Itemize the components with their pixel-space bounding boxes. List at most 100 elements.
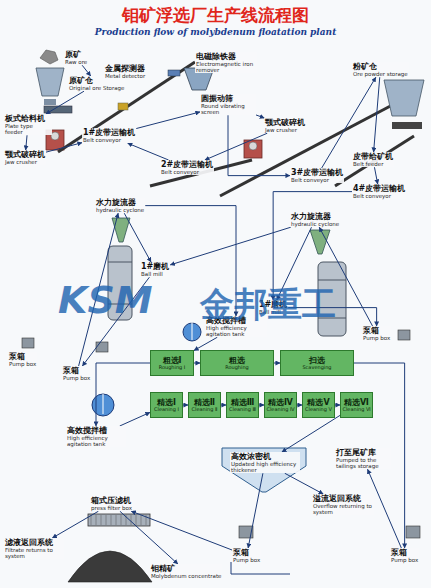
equipment-label: 3#皮带运输机Belt conveyor — [290, 168, 344, 183]
equipment-label: 金属探测器Metal detector — [104, 64, 146, 79]
english-name: Pumped to the tailings storage — [336, 457, 390, 469]
chinese-name: 精选Ⅴ — [307, 398, 329, 407]
flow-line — [128, 143, 169, 160]
chinese-name: 2#皮带运输机 — [161, 160, 213, 169]
equipment-label: 板式给料机Plate type feeder — [4, 114, 52, 135]
english-name: Scavenging — [302, 365, 331, 371]
chinese-name: 精选Ⅲ — [231, 398, 255, 407]
ore-bin — [36, 68, 64, 96]
flow-line — [131, 511, 232, 550]
flotation-cell: 精选ⅢCleaning Ⅲ — [226, 392, 259, 418]
equipment-label: 圆振动筛Round vibrating screen — [200, 94, 256, 115]
flow-line — [282, 415, 340, 452]
equipment-label: 颚式破碎机Jaw crusher — [4, 150, 46, 165]
english-name: Pump box — [63, 375, 90, 381]
bin-outlet — [44, 99, 56, 105]
english-name: Pump box — [233, 557, 260, 563]
filter-plate — [91, 515, 92, 525]
title: 钼矿浮选厂生产线流程图 — [0, 4, 431, 27]
flotation-cell: 精选ⅤCleaning Ⅴ — [302, 392, 335, 418]
chinese-name: 4#皮带运输机 — [353, 184, 405, 193]
filter-plates — [91, 515, 146, 525]
belt-conveyor-1 — [58, 62, 195, 152]
agitation-tank — [183, 323, 201, 341]
flow-line — [374, 77, 380, 152]
equipment-label: 原矿Raw ore — [64, 50, 88, 65]
flow-line — [26, 135, 27, 150]
chinese-name: 泵箱 — [9, 352, 36, 361]
equipment-label: 皮带给矿机Belt feeder — [352, 152, 394, 167]
agitator-shaft — [192, 322, 193, 340]
chinese-name: 水力旋流器 — [96, 198, 144, 207]
filter-plate — [121, 515, 122, 525]
equipment-label: 高效搅拌槽High efficiency agitation tank — [66, 426, 126, 447]
english-name: Cleaning Ⅲ — [229, 407, 256, 413]
flow-line — [82, 65, 91, 76]
flow-line — [205, 133, 267, 160]
english-name: Cleaning Ⅰ — [154, 407, 179, 413]
flow-line — [52, 511, 98, 538]
equipment-label: 泵箱Pump box — [8, 352, 37, 367]
chinese-name: 颚式破碎机 — [5, 150, 45, 159]
chinese-name: 原矿 — [65, 50, 87, 59]
english-name: Belt feeder — [353, 161, 393, 167]
equipment-label: 箱式压滤机press filter box — [90, 496, 133, 511]
flow-line — [46, 91, 84, 114]
english-name: Metal detector — [105, 73, 145, 79]
filter-plate — [116, 515, 117, 525]
crusher-wheel — [249, 142, 257, 150]
agitator-shaft — [103, 394, 104, 414]
chinese-name: 水力旋流器 — [291, 212, 339, 221]
equipment-label: 打至尾矿库Pumped to the tailings storage — [335, 448, 391, 469]
flow-line — [194, 337, 217, 350]
english-name: Pump box — [391, 557, 418, 563]
chinese-name: 3#皮带运输机 — [291, 168, 343, 177]
flow-line — [136, 112, 200, 129]
raw-ore — [40, 50, 58, 64]
equipment-label: 粉矿仓Ore powder storage — [352, 62, 409, 77]
chinese-name: 高效搅拌槽 — [67, 426, 125, 435]
english-name: press filter box — [91, 505, 132, 511]
jaw-crusher — [244, 140, 262, 158]
english-name: Jaw crusher — [5, 159, 45, 165]
equipment-label: 泵箱Pump box — [62, 366, 91, 381]
flow-line — [285, 473, 323, 494]
english-name: Original ore Storage — [69, 85, 124, 91]
chinese-name: 箱式压滤机 — [91, 496, 132, 505]
equipment-label: 泵箱Pump box — [362, 326, 391, 341]
equipment-label: 颚式破碎机Jaw crusher — [264, 118, 306, 133]
chinese-name: 溢流返回系统 — [313, 494, 373, 503]
powder-bin — [384, 80, 424, 116]
flow-line — [46, 143, 82, 152]
english-name: Jaw crusher — [265, 127, 305, 133]
flow-line — [96, 363, 150, 426]
chinese-name: 1#磨机 — [141, 262, 169, 271]
english-name: hydraulic cyclone — [291, 221, 339, 227]
chinese-name: 粉矿仓 — [353, 62, 408, 71]
chinese-name: 扫选 — [309, 356, 325, 365]
flow-line — [248, 473, 263, 548]
english-name: Plate type feeder — [5, 123, 51, 135]
equipment-label: 泵箱Pump box — [232, 548, 261, 563]
english-name: Filtrate returns to system — [5, 547, 63, 559]
chinese-name: 打至尾矿库 — [336, 448, 390, 457]
chinese-name: 泵箱 — [63, 366, 90, 375]
equipment-label: 1#磨机Ball mill — [140, 262, 170, 277]
flow-line — [273, 192, 352, 300]
flotation-cell: 粗选Roughing — [200, 350, 274, 376]
mill-band — [108, 262, 132, 263]
equipment-label: 滤液返回系统Filtrate returns to system — [4, 538, 64, 559]
equipment-label: 1#皮带运输机Belt conveyor — [82, 128, 136, 143]
pump-box — [398, 330, 410, 340]
equipment-label: 水力旋流器hydraulic cyclone — [95, 198, 145, 213]
chinese-name: 1#皮带运输机 — [83, 128, 135, 137]
english-name: High efficiency agitation tank — [67, 435, 125, 447]
english-name: High efficiency agitation tank — [206, 325, 266, 337]
english-name: Updated high efficiency thickener — [231, 461, 299, 473]
belt-conveyor-3 — [220, 102, 398, 196]
chinese-name: 颚式破碎机 — [265, 118, 305, 127]
filter-plate — [106, 515, 107, 525]
equipment-label: 水力旋流器hydraulic cyclone — [290, 212, 340, 227]
chinese-name: 粗选Ⅰ — [163, 356, 182, 365]
filter-plate — [111, 515, 112, 525]
